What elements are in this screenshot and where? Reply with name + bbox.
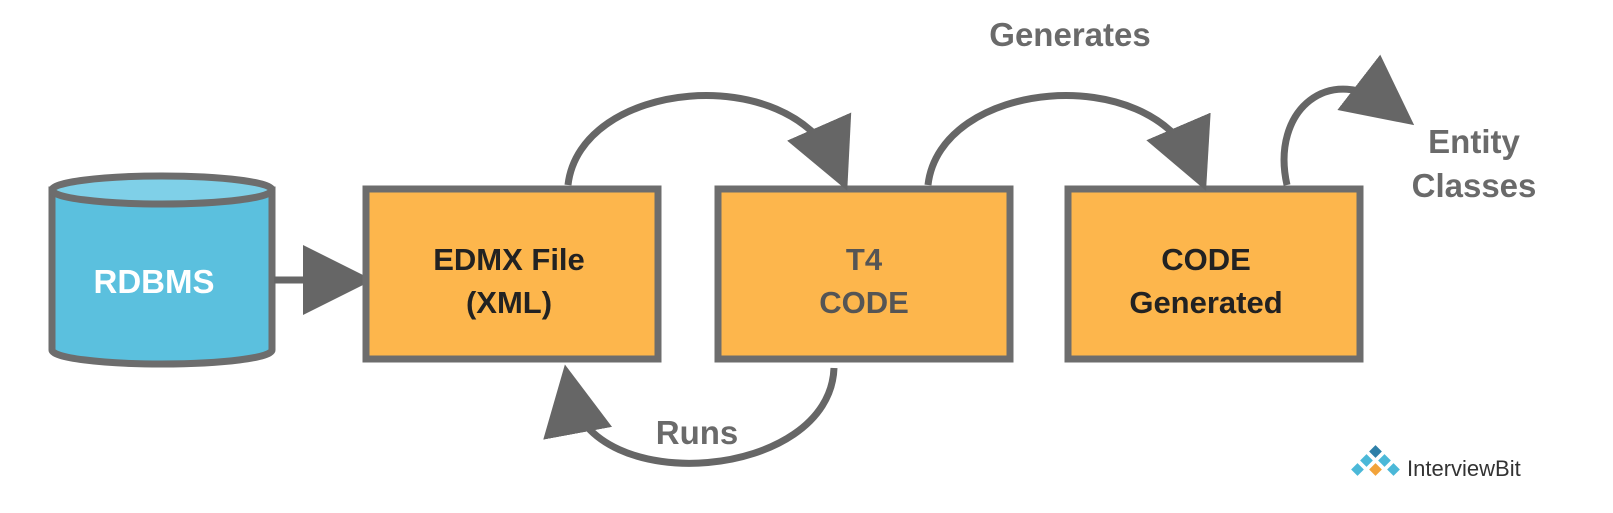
database-top <box>48 172 276 208</box>
database-label: RDBMS <box>94 263 215 300</box>
interviewbit-logo: InterviewBit <box>1351 445 1521 481</box>
entity-classes-label-line2: Classes <box>1412 167 1537 204</box>
interviewbit-logo-text: InterviewBit <box>1407 456 1521 481</box>
t4-code-label-line2: CODE <box>819 285 909 320</box>
runs-label: Runs <box>656 414 739 451</box>
database-body <box>48 186 276 368</box>
edmx-file-rect <box>362 185 662 363</box>
entity-classes-label-line1: Entity <box>1428 123 1520 160</box>
edmx-file-box: EDMX File (XML) <box>362 185 662 363</box>
edmx-to-t4-arrow <box>564 92 852 191</box>
generated-to-entity-arrow <box>1280 54 1415 186</box>
interviewbit-logo-icon <box>1351 445 1400 476</box>
rdbms-database: RDBMS <box>48 172 276 368</box>
code-generated-rect <box>1064 185 1364 363</box>
edmx-file-label-line1: EDMX File <box>433 242 585 277</box>
generates-label: Generates <box>989 16 1150 53</box>
edmx-file-label-line2: (XML) <box>466 285 552 320</box>
t4-code-rect <box>714 185 1014 363</box>
t4-runs-edmx-arrow <box>543 364 838 467</box>
t4-code-box: T4 CODE <box>714 185 1014 363</box>
t4-code-label-line1: T4 <box>846 242 883 277</box>
code-generated-label-line1: CODE <box>1161 242 1251 277</box>
code-generated-box: CODE Generated <box>1064 185 1364 363</box>
code-generated-label-line2: Generated <box>1129 285 1282 320</box>
t4-to-generated-arrow <box>924 92 1211 191</box>
